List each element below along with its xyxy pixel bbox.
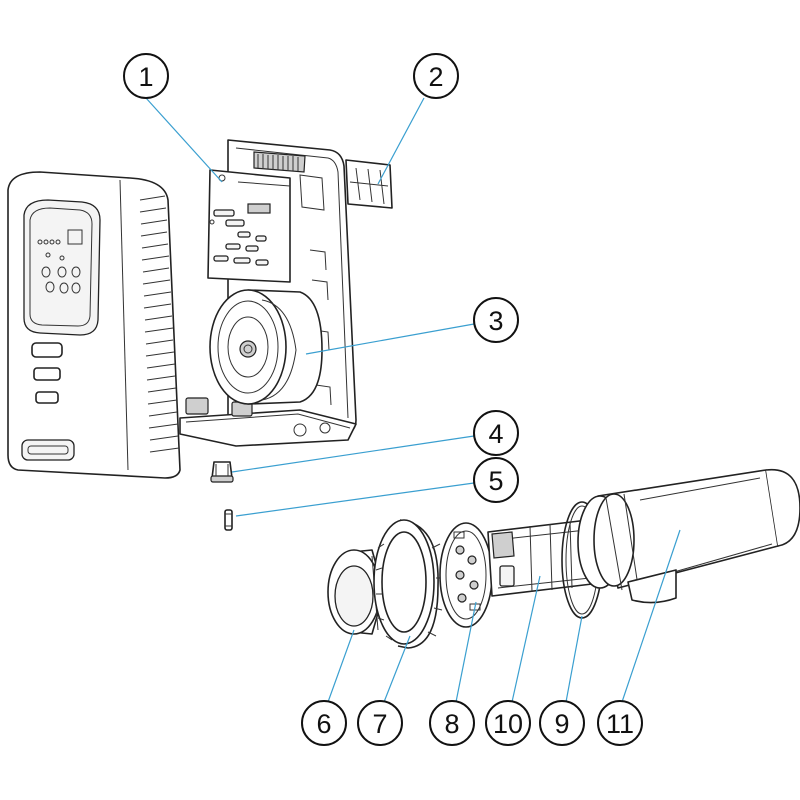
callout-label: 3 <box>488 306 503 336</box>
callout-8: 8 <box>429 700 475 746</box>
callout-10: 10 <box>485 700 531 746</box>
front-cover <box>7 171 181 479</box>
callout-label: 5 <box>488 466 503 496</box>
ring-nut <box>373 519 444 649</box>
callout-label: 7 <box>372 709 387 739</box>
leader-line-6 <box>327 629 355 703</box>
control-panel <box>23 199 101 336</box>
leader-line-7 <box>383 635 411 703</box>
cover-button-2 <box>33 367 61 381</box>
callout-1: 1 <box>123 53 169 99</box>
callout-11: 11 <box>597 700 643 746</box>
leader-line-2 <box>377 97 425 185</box>
cover-button-1 <box>31 342 63 358</box>
callout-6: 6 <box>301 700 347 746</box>
leader-line-11 <box>621 529 681 703</box>
leader-line-5 <box>235 482 475 517</box>
callouts: 1 2 3 4 5 6 7 8 <box>123 53 643 746</box>
side-clip <box>345 159 393 209</box>
leader-line-3 <box>305 323 475 355</box>
callout-label: 10 <box>493 709 523 739</box>
callout-4: 4 <box>473 410 519 456</box>
transformer <box>209 289 323 405</box>
callout-label: 4 <box>488 419 503 449</box>
leader-lines <box>145 97 681 703</box>
leader-line-9 <box>565 615 583 703</box>
callout-label: 2 <box>428 62 443 92</box>
leader-line-4 <box>231 435 475 473</box>
fuse <box>224 509 233 531</box>
cable-gland <box>210 461 234 483</box>
housing-connector-strip <box>253 151 306 173</box>
callout-label: 6 <box>316 709 331 739</box>
callout-label: 8 <box>444 709 459 739</box>
electrode-head <box>439 522 493 628</box>
callout-9: 9 <box>539 700 585 746</box>
leader-line-10 <box>511 575 541 703</box>
callout-5: 5 <box>473 457 519 503</box>
cover-handle <box>21 439 75 461</box>
cover-button-3 <box>35 391 59 404</box>
leader-line-1 <box>145 97 223 183</box>
callout-7: 7 <box>357 700 403 746</box>
callout-label: 9 <box>554 709 569 739</box>
cell-housing <box>577 468 800 604</box>
callout-label: 11 <box>606 709 634 739</box>
electrode-cell <box>487 519 593 597</box>
callout-3: 3 <box>473 297 519 343</box>
callout-2: 2 <box>413 53 459 99</box>
leader-line-8 <box>455 601 477 703</box>
circuit-board <box>207 169 291 283</box>
callout-label: 1 <box>138 62 153 92</box>
cover-vents <box>139 195 180 453</box>
